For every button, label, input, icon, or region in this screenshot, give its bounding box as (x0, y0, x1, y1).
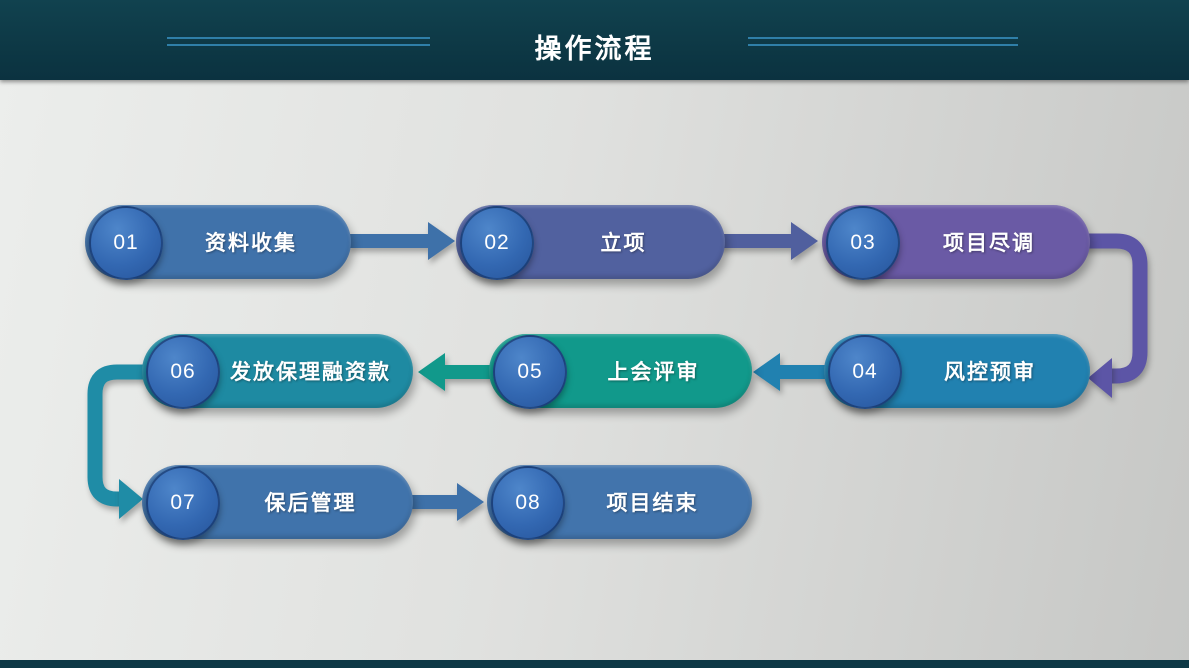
slide-title: 操作流程 (534, 34, 655, 64)
arrow-step7-to-step8 (406, 483, 484, 521)
footer-bar (0, 660, 1189, 668)
step-capsule-1: 01 资料收集 (85, 205, 351, 280)
arrow-step1-to-step2 (348, 222, 455, 260)
header-bar: 操作流程 (0, 0, 1189, 80)
step-label: 立项 (600, 232, 647, 255)
step-capsule-2: 02 立项 (456, 205, 725, 280)
title-accent-lines-left (167, 37, 430, 46)
step-number-badge: 04 (828, 335, 902, 409)
title-accent-lines-right (748, 37, 1018, 46)
step-capsule-7: 07 保后管理 (142, 465, 413, 540)
step-capsule-8: 08 项目结束 (487, 465, 752, 540)
arrow-step4-to-step5 (753, 353, 828, 391)
elbow-step3-to-step4 (1082, 233, 1148, 384)
step-number-badge: 08 (491, 466, 565, 540)
step-label: 资料收集 (205, 232, 297, 255)
step-capsule-5: 05 上会评审 (489, 334, 752, 409)
step-number-badge: 06 (146, 335, 220, 409)
step-label: 项目尽调 (943, 232, 1035, 255)
arrow-step5-to-step6 (418, 353, 494, 391)
step-label: 风控预审 (944, 361, 1036, 384)
step-label: 发放保理融资款 (230, 361, 391, 384)
step-capsule-4: 04 风控预审 (824, 334, 1090, 409)
step-number-badge: 05 (493, 335, 567, 409)
step-number-badge: 02 (460, 206, 534, 280)
step-label: 上会评审 (607, 361, 700, 384)
step-number-badge: 03 (826, 206, 900, 280)
step-number-badge: 01 (89, 206, 163, 280)
elbow-step6-to-step7-head (119, 479, 143, 519)
step-number-badge: 07 (146, 466, 220, 540)
elbow-step3-to-step4-head (1088, 358, 1112, 398)
elbow-step6-to-step7 (87, 364, 150, 507)
step-label: 保后管理 (264, 492, 357, 515)
step-capsule-3: 03 项目尽调 (822, 205, 1090, 280)
step-capsule-6: 06 发放保理融资款 (142, 334, 413, 409)
arrow-step2-to-step3 (718, 222, 818, 260)
step-label: 项目结束 (606, 492, 699, 515)
